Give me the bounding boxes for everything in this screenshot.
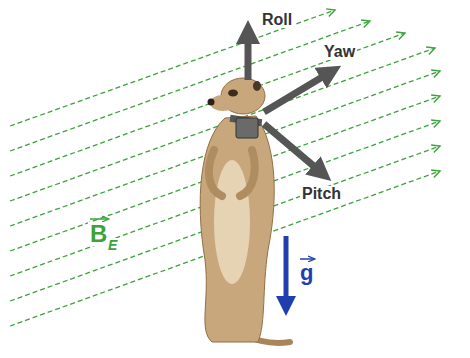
field-subscript: E [106, 238, 119, 252]
axis-label: Roll [260, 12, 294, 28]
field-lines [10, 10, 440, 326]
vector-overarrow [90, 218, 108, 220]
axis-label: Yaw [322, 44, 357, 60]
axis-label: Pitch [300, 186, 343, 202]
orientation-axes [248, 40, 324, 168]
vector-overarrow [300, 258, 314, 260]
gravity-symbol: g [298, 262, 315, 284]
gravity-arrow [284, 236, 289, 300]
meerkat [200, 78, 290, 343]
